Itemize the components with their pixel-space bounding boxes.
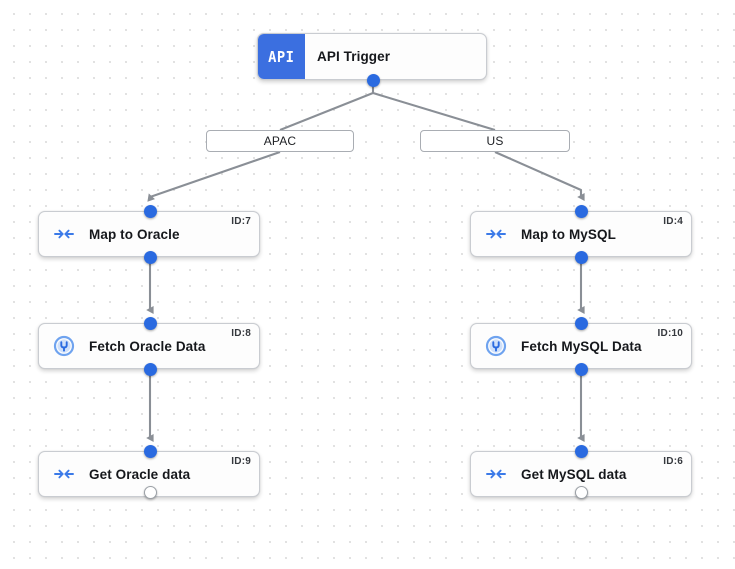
map-arrows-icon — [53, 463, 75, 485]
node-id-badge: ID:7 — [231, 216, 251, 227]
port-fetch-mysql-data-output[interactable] — [575, 363, 588, 376]
port-map-to-oracle-output[interactable] — [144, 251, 157, 264]
port-get-mysql-data-output[interactable] — [575, 486, 588, 499]
port-map-to-mysql-output[interactable] — [575, 251, 588, 264]
port-map-to-mysql-input[interactable] — [575, 205, 588, 218]
port-fetch-oracle-data-input[interactable] — [144, 317, 157, 330]
api-badge-label: API — [268, 47, 295, 66]
node-title: Fetch Oracle Data — [89, 338, 206, 354]
port-get-oracle-data-output[interactable] — [144, 486, 157, 499]
map-arrows-icon — [53, 223, 75, 245]
node-id-badge: ID:8 — [231, 328, 251, 339]
branch-label-us[interactable]: US — [420, 130, 570, 152]
node-title: Fetch MySQL Data — [521, 338, 642, 354]
api-badge-icon: API — [258, 34, 305, 79]
port-get-mysql-data-input[interactable] — [575, 445, 588, 458]
node-title: Map to MySQL — [521, 226, 616, 242]
port-fetch-mysql-data-input[interactable] — [575, 317, 588, 330]
node-title: Get Oracle data — [89, 466, 191, 482]
edge-trigger-to-apac — [279, 92, 374, 131]
port-map-to-oracle-input[interactable] — [144, 205, 157, 218]
node-fetch-mysql-data[interactable]: Fetch MySQL Data ID:10 — [470, 323, 692, 369]
node-title: API Trigger — [317, 49, 391, 64]
node-title: Map to Oracle — [89, 226, 180, 242]
port-get-oracle-data-input[interactable] — [144, 445, 157, 458]
database-plug-icon — [485, 335, 507, 357]
branch-label-apac[interactable]: APAC — [206, 130, 354, 152]
node-title: Get MySQL data — [521, 466, 627, 482]
edge-us-to-map-mysql — [494, 151, 585, 201]
map-arrows-icon — [485, 463, 507, 485]
port-trigger-output[interactable] — [367, 74, 380, 87]
map-arrows-icon — [485, 223, 507, 245]
node-fetch-oracle-data[interactable]: Fetch Oracle Data ID:8 — [38, 323, 260, 369]
node-id-badge: ID:4 — [663, 216, 683, 227]
edge-trigger-to-us — [372, 91, 496, 132]
node-id-badge: ID:6 — [663, 456, 683, 467]
port-fetch-oracle-data-output[interactable] — [144, 363, 157, 376]
database-plug-icon — [53, 335, 75, 357]
node-id-badge: ID:9 — [231, 456, 251, 467]
edge-apac-to-map-oracle — [147, 151, 281, 202]
node-id-badge: ID:10 — [657, 328, 683, 339]
node-api-trigger[interactable]: API API Trigger — [257, 33, 487, 80]
